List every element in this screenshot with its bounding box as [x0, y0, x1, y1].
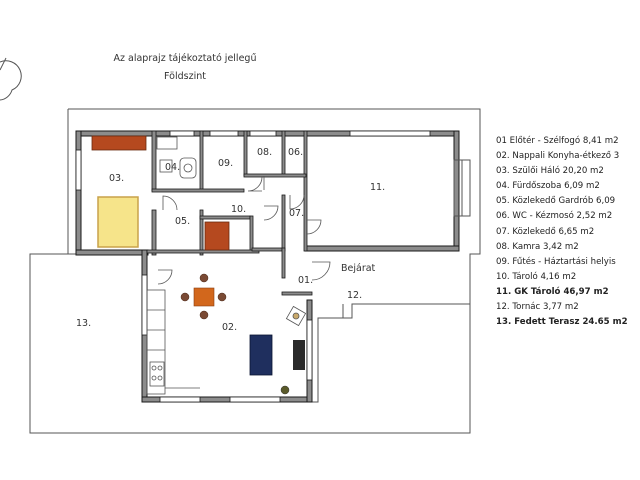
- room-number-02: 02.: [222, 322, 238, 333]
- bed: [97, 196, 139, 248]
- legend-item: 03. Szülői Háló 20,20 m2: [496, 166, 604, 177]
- entrance-label: Bejárat: [341, 263, 376, 274]
- legend-item: 06. WC - Kézmosó 2,52 m2: [496, 211, 613, 222]
- plant-icon: [285, 305, 307, 327]
- legend-item: 13. Fedett Terasz 24.65 m2: [496, 317, 628, 328]
- plan-subtitle: Földszint: [164, 71, 206, 82]
- room-number-05: 05.: [175, 216, 191, 227]
- legend-item: 01 Előtér - Szélfogó 8,41 m2: [496, 136, 619, 146]
- storage-cabinet: [204, 221, 230, 251]
- room-number-09: 09.: [218, 158, 234, 169]
- legend-item: 04. Fürdőszoba 6,09 m2: [496, 181, 600, 192]
- room-number-08: 08.: [257, 147, 273, 158]
- bathroom-fixtures: [156, 136, 197, 179]
- legend-item: 09. Fűtés - Háztartási helyis: [496, 256, 616, 267]
- room-number-10: 10.: [231, 204, 247, 215]
- legend-item: 08. Kamra 3,42 m2: [496, 241, 579, 252]
- room-legend: 01 Előtér - Szélfogó 8,41 m2 02. Nappali …: [496, 134, 640, 330]
- plant-icon-2: [280, 385, 290, 395]
- wardrobe: [91, 135, 147, 151]
- room-number-04: 04.: [165, 162, 181, 173]
- compass-icon: [0, 57, 22, 101]
- room-number-12: 12.: [347, 290, 363, 301]
- room-number-07: 07.: [289, 208, 305, 219]
- dining-table: [193, 287, 215, 307]
- plan-title: Az alaprajz tájékoztató jellegű: [113, 53, 257, 64]
- legend-item: 05. Közlekedő Gardrób 6,09: [496, 196, 616, 207]
- legend-item: 12. Tornác 3,77 m2: [496, 302, 579, 313]
- door-swings: [157, 176, 331, 285]
- dining-chairs: [180, 273, 227, 320]
- legend-item: 10. Tároló 4,16 m2: [496, 271, 577, 282]
- fireplace: [293, 340, 305, 370]
- room-number-11: 11.: [370, 182, 386, 193]
- windows: [75, 130, 431, 403]
- garage-door: [453, 159, 471, 217]
- roof-outline: [68, 108, 481, 304]
- room-number-06: 06.: [288, 147, 304, 158]
- room-number-13: 13.: [76, 318, 92, 329]
- kitchen-counter: [146, 289, 200, 395]
- legend-item: 02. Nappali Konyha-étkező 3: [496, 151, 620, 162]
- room-number-03: 03.: [109, 173, 125, 184]
- sofa: [249, 334, 273, 376]
- legend-item: 11. GK Tároló 46,97 m2: [496, 286, 609, 297]
- legend-item: 07. Közlekedő 6,65 m2: [496, 226, 595, 237]
- room-number-01: 01.: [298, 275, 314, 286]
- interior-walls: [146, 130, 313, 296]
